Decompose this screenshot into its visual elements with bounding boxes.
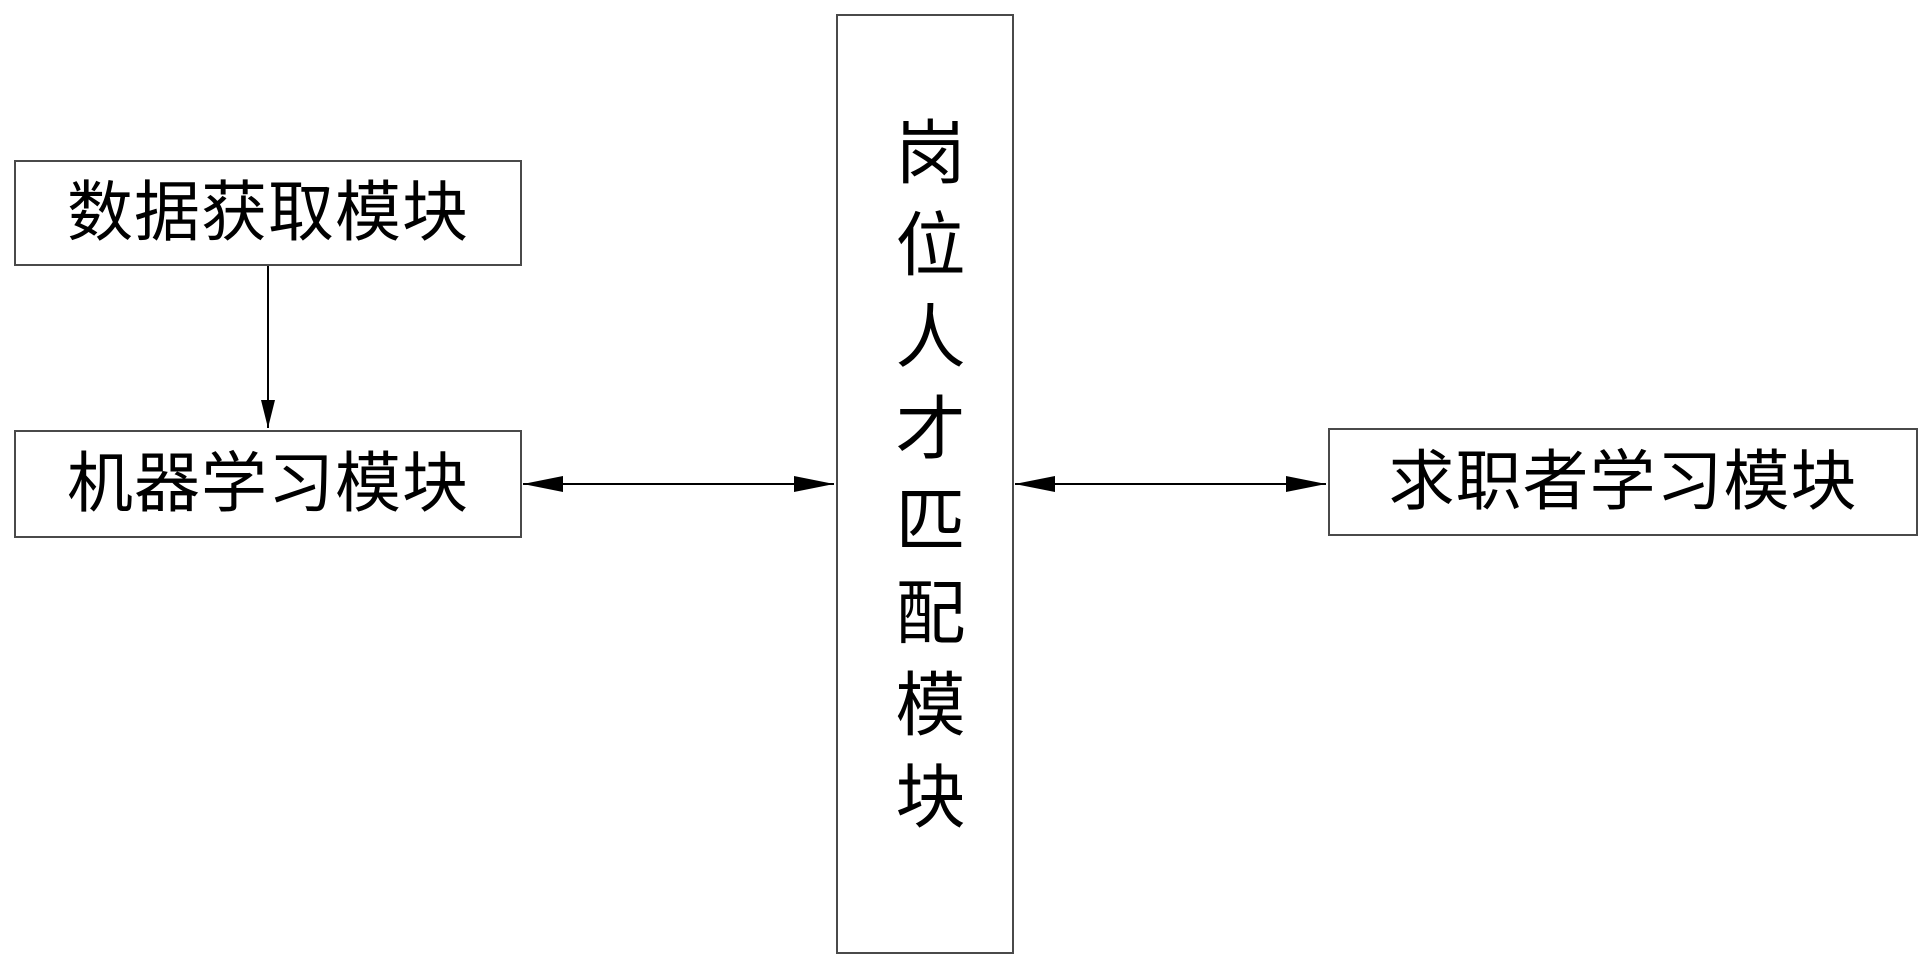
data-acquisition-module-label: 数据获取模块: [67, 174, 469, 251]
job-seeker-learning-module-box: 求职者学习模块: [1328, 428, 1918, 536]
machine-learning-module-label: 机器学习模块: [67, 445, 469, 522]
job-talent-matching-module-label: 岗位人才匹配模块: [884, 116, 966, 852]
machine-learning-module-box: 机器学习模块: [14, 430, 522, 538]
job-talent-matching-module-box: 岗位人才匹配模块: [836, 14, 1014, 954]
data-acquisition-module-box: 数据获取模块: [14, 160, 522, 266]
job-seeker-learning-module-label: 求职者学习模块: [1388, 443, 1858, 520]
